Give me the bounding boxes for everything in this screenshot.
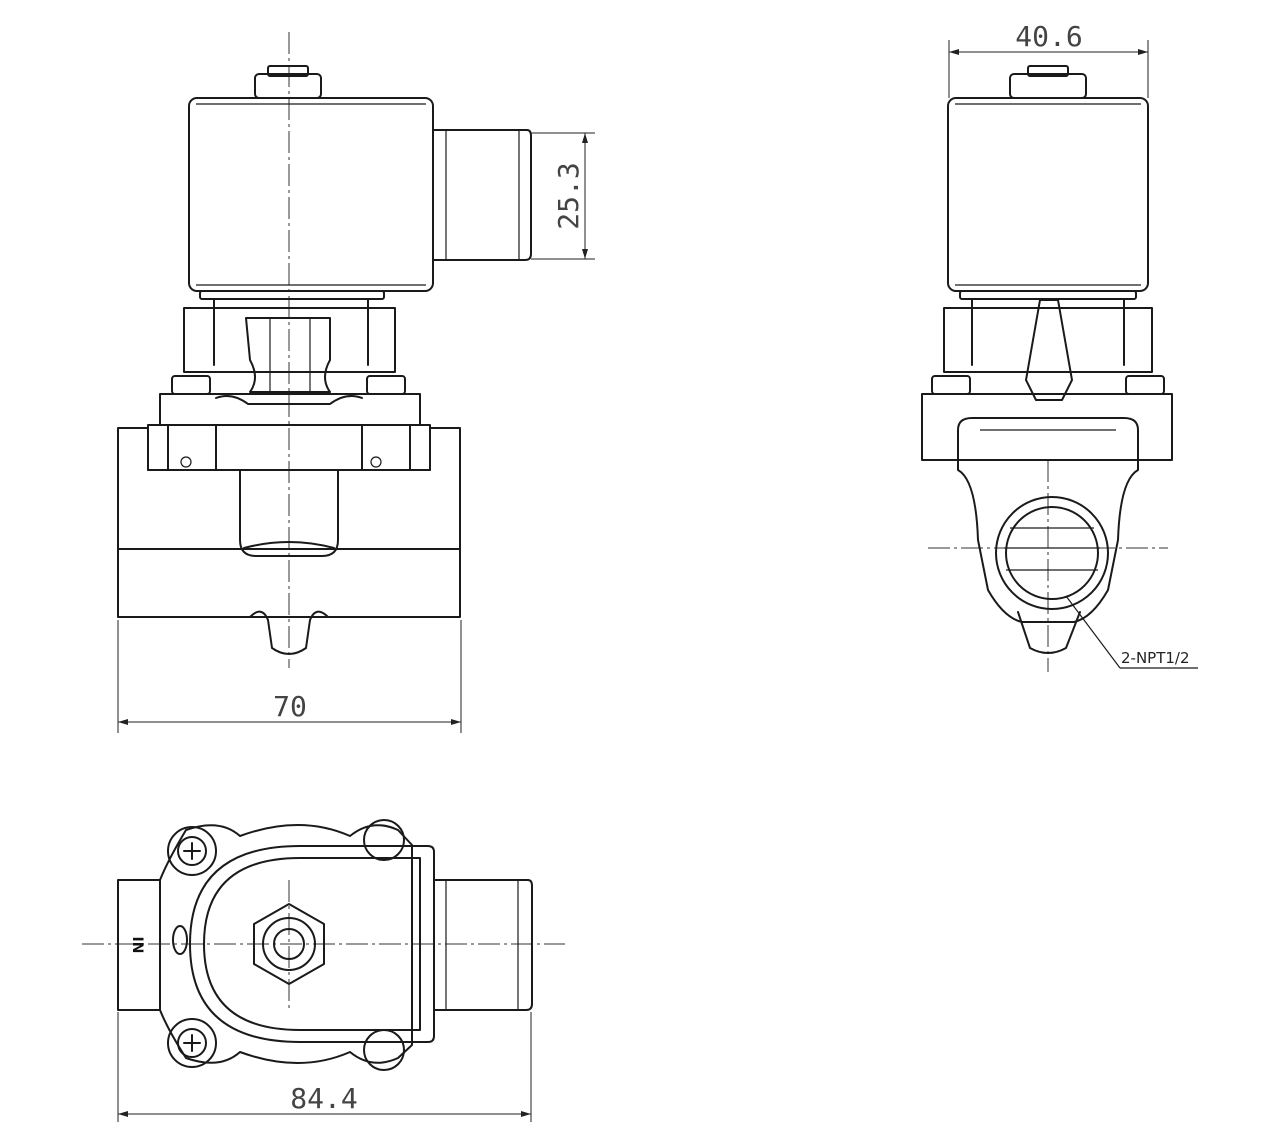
port-callout-label: 2-NPT1/2 (1121, 649, 1190, 667)
dim-front-body-length: 70 (273, 690, 307, 723)
top-view: IN 84.4 (82, 819, 565, 1122)
side-view: 2-NPT1/2 40.6 (921, 20, 1198, 672)
front-view: 25.3 70 (117, 32, 595, 733)
inlet-marker: IN (129, 937, 145, 954)
dim-front-coil-depth: 25.3 (552, 162, 585, 229)
dim-side-coil-width: 40.6 (1015, 20, 1082, 53)
dim-top-overall-length: 84.4 (290, 1082, 357, 1115)
